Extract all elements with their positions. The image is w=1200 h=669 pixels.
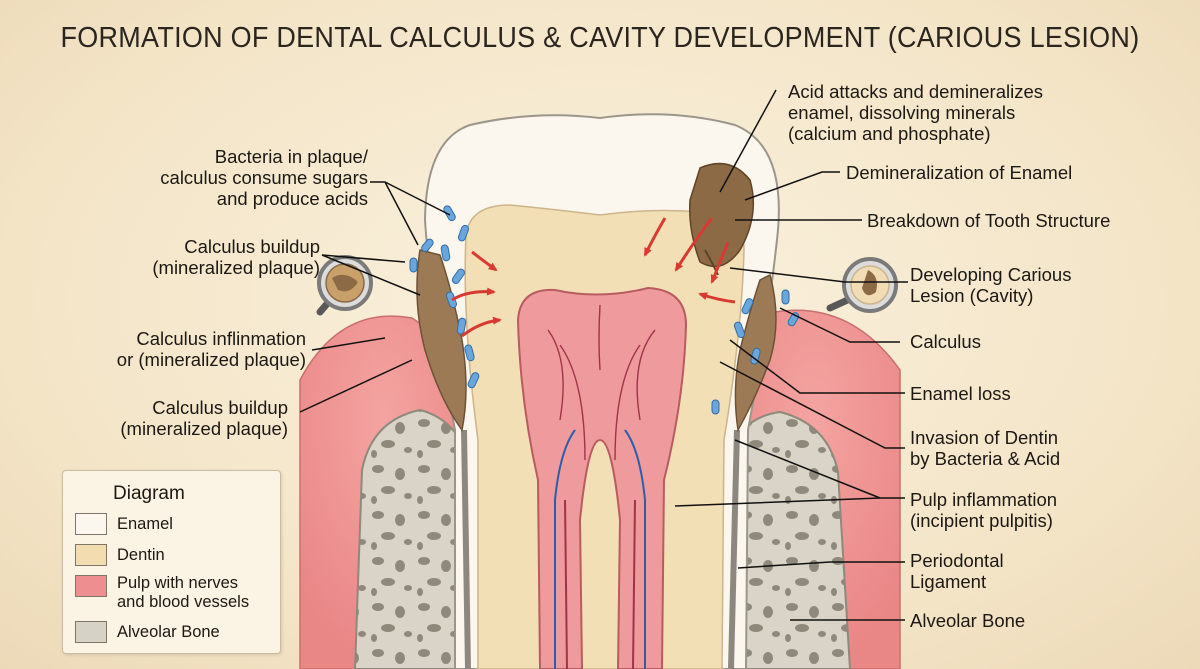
acid-arrows [451,217,736,338]
legend-label: Dentin [117,545,165,564]
legend: Diagram Enamel Dentin Pulp with nerves a… [62,470,281,654]
bacteria [409,205,800,415]
label-breakdown: Breakdown of Tooth Structure [867,210,1111,231]
diagram-title: FORMATION OF DENTAL CALCULUS & CAVITY DE… [60,22,1140,54]
legend-swatch-dentin [75,544,107,566]
label-periodontal-ligament: Periodontal Ligament [910,550,1004,592]
label-calculus: Calculus [910,331,981,352]
legend-swatch-enamel [75,513,107,535]
legend-label: Alveolar Bone [117,622,220,641]
label-demineralization: Demineralization of Enamel [846,162,1073,183]
magnifier-icon [316,255,373,316]
legend-title: Diagram [113,483,185,504]
carious-lesion [688,162,755,276]
legend-item-enamel: Enamel [75,513,173,535]
legend-label: Pulp with nerves and blood vessels [117,574,250,611]
label-pulp-inflammation: Pulp inflammation (incipient pulpitis) [910,489,1058,531]
label-alveolar-bone: Alveolar Bone [910,610,1026,631]
legend-swatch-pulp [75,575,107,597]
label-developing-lesion: Developing Carious Lesion (Cavity) [910,264,1072,306]
leader-lines-left [299,181,451,413]
label-bacteria-in-plaque: Bacteria in plaque/ calculus consume sug… [160,146,368,209]
legend-item-dentin: Dentin [75,544,165,566]
label-acid-attacks: Acid attacks and demineralizes enamel, d… [788,81,1044,144]
legend-item-pulp: Pulp with nerves and blood vessels [75,574,249,612]
label-invasion-of-dentin: Invasion of Dentin by Bacteria & Acid [910,427,1061,469]
legend-item-alveolar-bone: Alveolar Bone [75,621,220,643]
label-enamel-loss: Enamel loss [910,383,1011,404]
legend-swatch-bone [75,621,107,643]
magnifier-icon [826,257,898,313]
label-calculus-inflammation: Calculus inflinmation or (mineralized pl… [116,328,306,370]
label-calculus-buildup-lower: Calculus buildup (mineralized plaque) [120,397,288,439]
leader-lines-right [674,89,908,621]
pulp-chamber [516,286,688,669]
label-calculus-buildup-upper: Calculus buildup (mineralized plaque) [152,236,320,278]
legend-label: Enamel [117,514,173,533]
